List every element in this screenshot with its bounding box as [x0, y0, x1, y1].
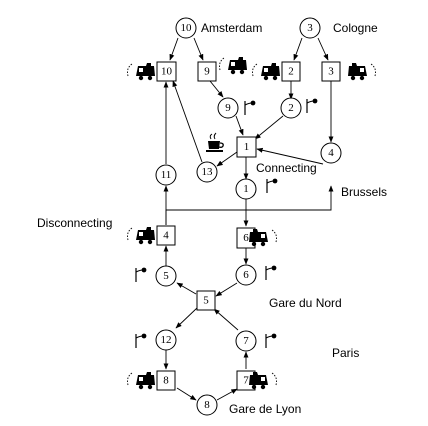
label-gare-du-nord: Gare du Nord: [269, 296, 342, 310]
svg-text:3: 3: [307, 22, 313, 34]
edge: [172, 80, 203, 163]
transition-10: 10: [156, 61, 177, 82]
svg-text:8: 8: [204, 399, 210, 411]
place-7: 7: [235, 330, 257, 352]
svg-text:7: 7: [243, 335, 249, 347]
svg-text:6: 6: [243, 269, 249, 281]
signal-flag-icon: [265, 265, 277, 281]
icons: [127, 56, 376, 390]
signal-flag-icon: [244, 99, 256, 116]
edges: [163, 37, 334, 401]
edge: [213, 308, 239, 331]
transition-1: 1: [236, 136, 257, 158]
svg-text:3: 3: [328, 66, 334, 78]
svg-text:10: 10: [161, 66, 173, 78]
edge: [256, 147, 324, 165]
place-6: 6: [235, 264, 257, 286]
place-3: 3: [299, 17, 321, 39]
svg-text:8: 8: [163, 375, 169, 387]
svg-text:1: 1: [243, 183, 249, 195]
transition-2: 2: [281, 61, 301, 82]
edge: [176, 282, 197, 295]
svg-text:6: 6: [243, 232, 249, 244]
edge: [235, 115, 244, 136]
train-icon: [347, 62, 376, 81]
place-5: 5: [155, 265, 177, 287]
train-icon: [248, 228, 277, 247]
signal-flag-icon: [306, 97, 318, 114]
label-brussels: Brussels: [341, 185, 387, 199]
edge: [165, 185, 334, 225]
signal-flag-icon: [266, 178, 278, 194]
label-connecting: Connecting: [256, 161, 317, 175]
svg-text:5: 5: [203, 295, 209, 307]
train-icon: [252, 62, 281, 81]
svg-text:13: 13: [202, 166, 214, 178]
label-paris: Paris: [332, 346, 359, 360]
svg-text:9: 9: [225, 102, 231, 114]
train-icon: [127, 226, 156, 245]
edge: [169, 37, 179, 61]
train-icon: [219, 56, 248, 75]
svg-text:1: 1: [244, 141, 250, 153]
edge: [215, 282, 238, 297]
signal-flag-icon: [135, 333, 147, 349]
svg-text:2: 2: [288, 66, 294, 78]
svg-text:10: 10: [181, 22, 193, 34]
edge: [216, 151, 238, 167]
edge: [209, 80, 224, 98]
signal-flag-icon: [265, 333, 277, 349]
label-disconnecting: Disconnecting: [37, 216, 112, 230]
train-icon: [127, 62, 156, 81]
svg-text:4: 4: [328, 147, 334, 159]
svg-text:11: 11: [161, 169, 172, 181]
label-gare-de-lyon: Gare de Lyon: [229, 402, 301, 416]
places: 10 3 9 2 13 11 4 1 5 6 12 7 8: [155, 17, 342, 416]
transition-4: 4: [156, 225, 176, 246]
label-amsterdam: Amsterdam: [201, 21, 262, 35]
coffee-cup-icon: [206, 132, 224, 152]
train-icon: [248, 371, 277, 390]
label-cologne: Cologne: [333, 21, 378, 35]
labels: Amsterdam Cologne Connecting Brussels Di…: [37, 21, 387, 416]
edge: [216, 388, 238, 401]
edge: [175, 307, 198, 329]
edge: [317, 37, 329, 61]
svg-text:7: 7: [243, 375, 249, 387]
place-13: 13: [196, 161, 218, 183]
edge: [193, 37, 204, 61]
transition-5: 5: [196, 290, 216, 311]
svg-text:4: 4: [163, 230, 169, 242]
transition-8: 8: [156, 370, 176, 391]
place-2: 2: [280, 97, 302, 119]
svg-text:2: 2: [288, 102, 294, 114]
transition-9: 9: [197, 61, 217, 82]
place-4: 4: [320, 142, 342, 164]
edge: [293, 37, 303, 61]
place-12: 12: [155, 329, 177, 351]
transition-3: 3: [321, 61, 341, 82]
place-8: 8: [196, 394, 218, 416]
place-10: 10: [175, 17, 197, 39]
svg-text:12: 12: [161, 334, 172, 346]
svg-text:5: 5: [163, 270, 169, 282]
signal-flag-icon: [135, 267, 147, 283]
place-1: 1: [235, 178, 257, 200]
place-9: 9: [217, 97, 239, 119]
place-11: 11: [155, 164, 177, 186]
edge: [254, 115, 284, 140]
train-icon: [127, 371, 156, 390]
svg-text:9: 9: [204, 66, 210, 78]
transitions: 10 9 2 3 1 4 6 5 8 7: [156, 61, 341, 391]
edge: [176, 387, 197, 401]
